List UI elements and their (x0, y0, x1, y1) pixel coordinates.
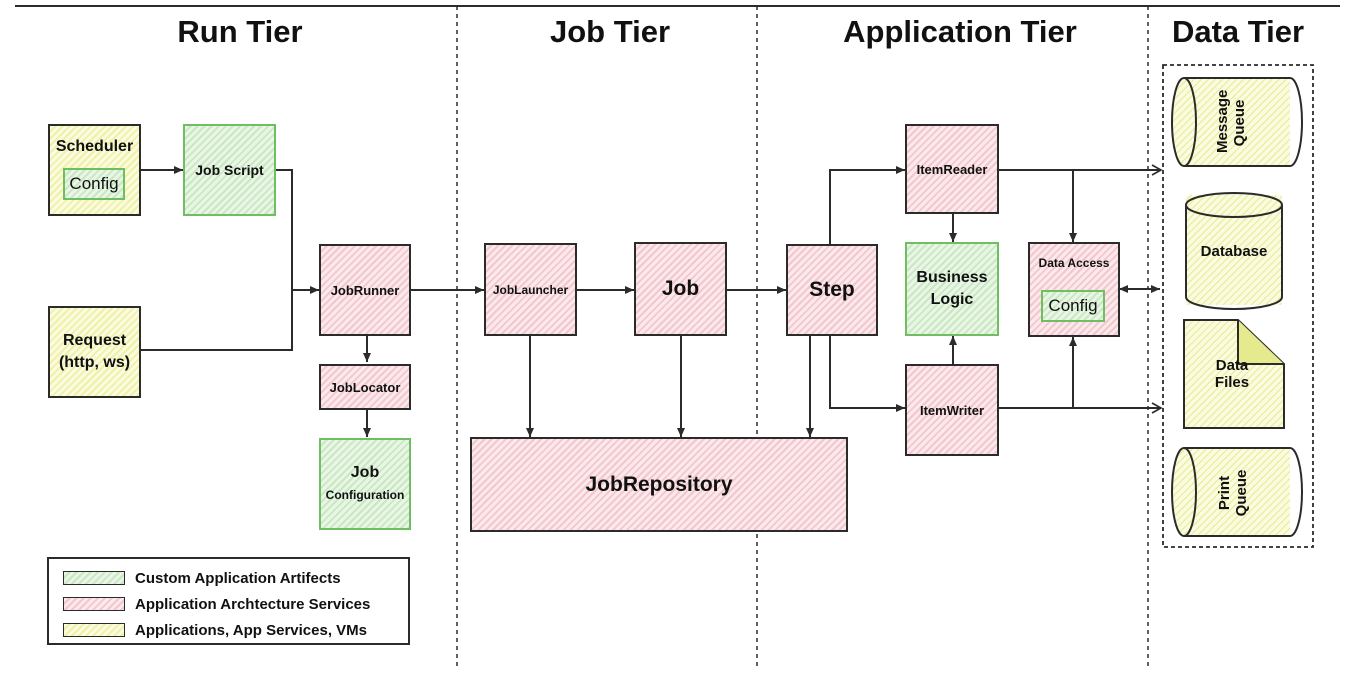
request-box[interactable]: Request (http, ws) (48, 306, 141, 398)
message-queue-label-line1: Message (1214, 89, 1231, 153)
job-box[interactable]: Job (634, 242, 727, 336)
job-runner-box[interactable]: JobRunner (319, 244, 411, 336)
job-configuration-label-line2: Configuration (325, 488, 405, 502)
job-locator-box[interactable]: JobLocator (319, 364, 411, 410)
job-runner-label: JobRunner (330, 282, 400, 298)
job-repository-label: JobRepository (585, 472, 733, 496)
legend-swatch-apps (63, 623, 125, 637)
arrow-step-itemwriter (829, 336, 905, 412)
message-queue-shape (1171, 77, 1303, 167)
item-reader-box[interactable]: ItemReader (905, 124, 999, 214)
message-queue-label-line2: Queue (1231, 99, 1248, 147)
print-queue-label: Print Queue (1216, 469, 1260, 517)
item-writer-label: ItemWriter (919, 402, 985, 418)
legend-label-services: Application Archtecture Services (135, 595, 371, 613)
business-logic-box[interactable]: Business Logic (905, 242, 999, 336)
job-script-box[interactable]: Job Script (183, 124, 276, 216)
data-access-label: Data Access (1038, 256, 1110, 270)
job-label: Job (661, 277, 700, 300)
step-box[interactable]: Step (786, 244, 878, 336)
legend-swatch-custom (63, 571, 125, 585)
database-label: Database (1188, 243, 1280, 260)
message-queue-label: Message Queue (1214, 89, 1258, 153)
print-queue-label-line2: Queue (1233, 469, 1250, 517)
job-script-label: Job Script (195, 162, 264, 178)
item-reader-label: ItemReader (916, 161, 988, 177)
data-files-label-line1: Data (1215, 357, 1249, 374)
data-tier-title: Data Tier (1171, 14, 1305, 49)
database-label-text: Database (1200, 243, 1268, 260)
legend-swatch-services (63, 597, 125, 611)
data-files-label-line2: Files (1214, 374, 1250, 391)
job-configuration-box[interactable]: Job Configuration (319, 438, 411, 530)
job-configuration-label-line1: Job (350, 464, 380, 481)
arrow-step-itemreader (829, 166, 905, 244)
legend-label-apps: Applications, App Services, VMs (135, 621, 368, 639)
request-label-line2: (http, ws) (58, 354, 131, 371)
scheduler-label: Scheduler (55, 138, 134, 155)
print-queue-shape (1171, 447, 1303, 537)
database-shape (1185, 192, 1283, 310)
legend: Custom Application Artifects Application… (47, 557, 410, 645)
item-writer-box[interactable]: ItemWriter (905, 364, 999, 456)
print-queue-label-line1: Print (1216, 475, 1233, 511)
line-request-jobrunner (141, 290, 293, 351)
step-label: Step (809, 278, 855, 301)
scheduler-config-label: Config (69, 174, 119, 193)
job-tier-title: Job Tier (549, 14, 671, 49)
business-logic-label-line1: Business (916, 269, 988, 286)
application-tier-title: Application Tier (843, 14, 1077, 49)
scheduler-config-box[interactable]: Config (63, 168, 125, 200)
job-repository-box[interactable]: JobRepository (470, 437, 848, 532)
data-access-config-label: Config (1048, 296, 1098, 315)
legend-item-custom: Custom Application Artifects (63, 569, 341, 587)
request-label-line1: Request (62, 332, 127, 349)
business-logic-label-line2: Logic (930, 291, 974, 308)
data-tier-container (1162, 64, 1314, 548)
line-jobscript-jobrunner (276, 169, 293, 290)
job-locator-label: JobLocator (329, 379, 401, 395)
legend-label-custom: Custom Application Artifects (135, 569, 341, 587)
job-launcher-label: JobLauncher (492, 282, 569, 297)
data-files-label: Data Files (1200, 357, 1264, 391)
data-files-shape (1183, 319, 1285, 429)
job-launcher-box[interactable]: JobLauncher (484, 243, 577, 336)
run-tier-title: Run Tier (177, 14, 303, 49)
data-access-config-box[interactable]: Config (1041, 290, 1105, 322)
legend-item-services: Application Archtecture Services (63, 595, 370, 613)
legend-item-apps: Applications, App Services, VMs (63, 621, 367, 639)
